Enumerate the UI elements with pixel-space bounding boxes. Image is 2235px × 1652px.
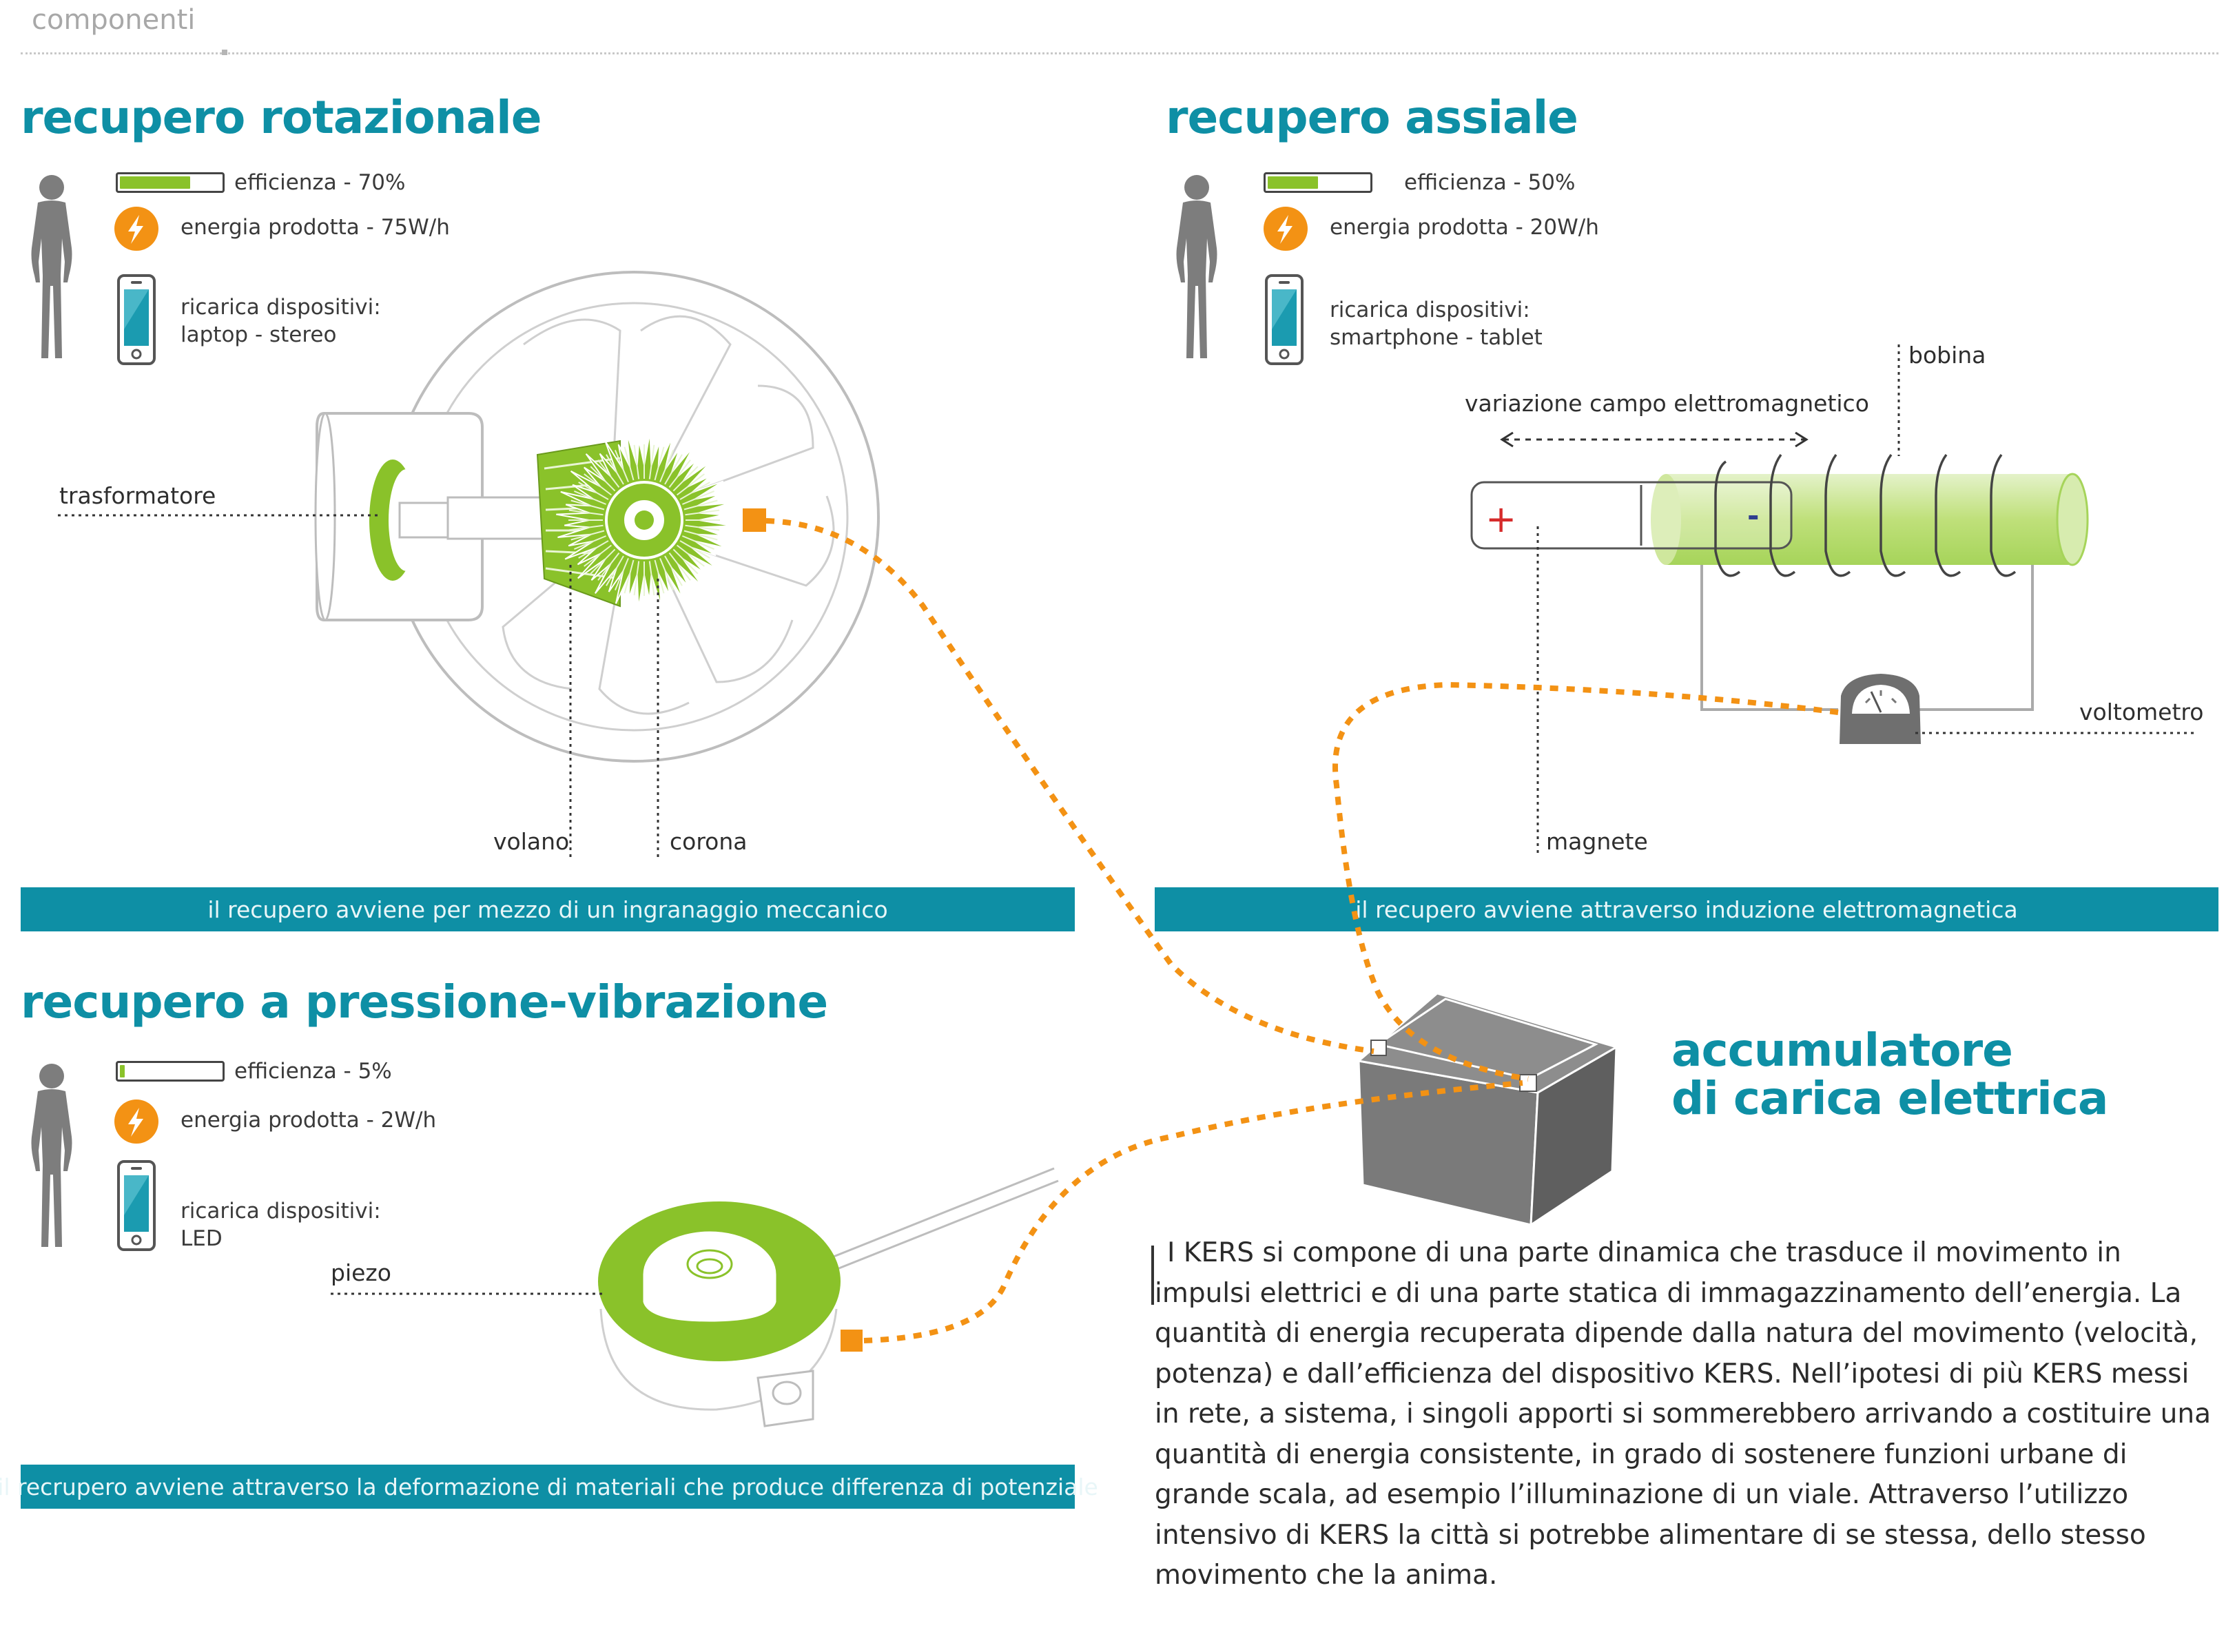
crown-gear-spoke bbox=[584, 473, 612, 496]
rotational-illustration bbox=[58, 271, 880, 858]
crown-gear-spoke bbox=[685, 509, 720, 516]
devices-list-rotational: laptop - stereo bbox=[181, 322, 337, 347]
magnet-plus-sign: + bbox=[1485, 497, 1517, 541]
crown-gear-spoke bbox=[614, 450, 629, 482]
magnet-minus-sign: - bbox=[1747, 499, 1760, 533]
section-header-label: componenti bbox=[32, 4, 196, 36]
crown-gear-spoke bbox=[668, 460, 691, 488]
crown-gear-spoke bbox=[682, 535, 714, 550]
rotational-title: recupero rotazionale bbox=[21, 91, 542, 144]
efficiency-bar-axial bbox=[1264, 172, 1372, 193]
crown-gear-spoke bbox=[574, 490, 606, 505]
accumulator-title: accumulatore di carica elettrica bbox=[1671, 1026, 2108, 1123]
efficiency-fill-pressure bbox=[120, 1065, 125, 1077]
crown-gear-spoke bbox=[676, 473, 705, 496]
paragraph-accent-bar bbox=[1151, 1246, 1154, 1305]
crown-gear-spoke bbox=[633, 561, 640, 596]
lightning-bolt-icon bbox=[114, 207, 158, 251]
crown-gear-spoke bbox=[590, 548, 616, 575]
label-transformer: trasformatore bbox=[59, 482, 216, 509]
crown-gear-spoke bbox=[606, 454, 624, 485]
energy-text-axial: energia prodotta - 20W/h bbox=[1330, 215, 1599, 240]
label-piezo: piezo bbox=[331, 1259, 391, 1286]
label-voltmeter: voltometro bbox=[2079, 699, 2204, 725]
accumulator-title-line1: accumulatore bbox=[1671, 1024, 2013, 1077]
energy-text-rotational: energia prodotta - 75W/h bbox=[181, 215, 450, 240]
label-field-variation: variazione campo elettromagnetico bbox=[1465, 390, 1869, 417]
efficiency-text-rotational: efficienza - 70% bbox=[234, 170, 406, 195]
crown-gear-spoke bbox=[659, 558, 674, 590]
crown-gear-spoke bbox=[672, 548, 699, 575]
crown-gear-spoke bbox=[648, 561, 655, 596]
crown-gear-spoke bbox=[570, 530, 605, 541]
crown-gear-spoke bbox=[606, 555, 624, 586]
crown-gear-spoke bbox=[654, 446, 665, 481]
devices-rotational: ricarica dispositivi: laptop - stereo bbox=[181, 293, 381, 349]
efficiency-text-pressure: efficienza - 5% bbox=[234, 1059, 392, 1084]
crown-gear-spoke bbox=[654, 559, 665, 594]
crown-gear-spoke bbox=[590, 466, 616, 492]
efficiency-fill-rotational bbox=[120, 176, 191, 189]
efficiency-bar-rotational bbox=[116, 172, 225, 193]
crown-gear-spoke bbox=[685, 524, 720, 531]
crown-gear-spoke bbox=[664, 454, 683, 485]
crown-gear-spoke bbox=[568, 509, 604, 516]
crown-gear-spoke bbox=[614, 558, 629, 590]
header-divider bbox=[21, 52, 2218, 54]
crown-gear-spoke bbox=[574, 535, 606, 550]
axial-illustration bbox=[1470, 344, 2195, 856]
crown-gear-spoke bbox=[597, 552, 620, 581]
lightning-bolt-icon bbox=[1264, 207, 1308, 251]
label-flywheel: volano bbox=[493, 828, 570, 855]
crown-gear-spoke bbox=[570, 499, 605, 510]
devices-axial: ricarica dispositivi: smartphone - table… bbox=[1330, 296, 1543, 351]
crown-gear-spoke bbox=[578, 482, 609, 500]
crown-gear-spoke bbox=[676, 544, 705, 567]
devices-pressure: ricarica dispositivi: LED bbox=[181, 1197, 381, 1252]
crown-gear-spoke bbox=[679, 540, 710, 559]
axial-title: recupero assiale bbox=[1166, 91, 1578, 144]
kers-description: I KERS si compone di una parte dinamica … bbox=[1155, 1237, 2211, 1591]
crown-gear-spoke bbox=[672, 466, 699, 492]
crown-gear-spoke bbox=[682, 490, 714, 505]
crown-gear-spoke bbox=[584, 544, 612, 567]
devices-label-rotational: ricarica dispositivi: bbox=[181, 295, 381, 320]
crown-gear-spoke bbox=[659, 450, 674, 482]
caption-rotational: il recupero avviene per mezzo di un ingr… bbox=[21, 887, 1075, 931]
crown-gear-spoke bbox=[683, 499, 718, 510]
label-magnet: magnete bbox=[1546, 828, 1648, 855]
crown-gear-spoke bbox=[578, 540, 609, 559]
crown-gear-spoke bbox=[668, 552, 691, 581]
devices-label-axial: ricarica dispositivi: bbox=[1330, 298, 1530, 322]
crown-gear-spoke bbox=[597, 460, 620, 488]
energy-text-pressure: energia prodotta - 2W/h bbox=[181, 1108, 437, 1133]
lightning-bolt-icon bbox=[114, 1099, 158, 1144]
devices-list-axial: smartphone - tablet bbox=[1330, 325, 1543, 350]
devices-label-pressure: ricarica dispositivi: bbox=[181, 1199, 381, 1223]
crown-gear-spoke bbox=[624, 446, 635, 481]
header-divider-marker bbox=[222, 50, 227, 55]
efficiency-bar-pressure bbox=[116, 1061, 225, 1082]
accumulator-title-line2: di carica elettrica bbox=[1671, 1072, 2108, 1125]
crown-gear-spoke bbox=[568, 524, 604, 531]
crown-gear-spoke bbox=[633, 444, 640, 479]
crown-gear-spoke bbox=[664, 555, 683, 586]
caption-pressure: il recrupero avviene attraverso la defor… bbox=[0, 1465, 1098, 1509]
caption-axial: il recupero avviene attraverso induzione… bbox=[1155, 887, 2218, 931]
piezo-illustration bbox=[331, 1167, 1059, 1427]
label-coil: bobina bbox=[1908, 342, 1986, 369]
crown-gear-spoke bbox=[683, 530, 718, 541]
crown-gear-spoke bbox=[624, 559, 635, 594]
crown-gear-spoke bbox=[679, 482, 710, 500]
efficiency-text-axial: efficienza - 50% bbox=[1404, 170, 1576, 195]
devices-list-pressure: LED bbox=[181, 1226, 223, 1251]
label-crown: corona bbox=[670, 828, 748, 855]
efficiency-fill-axial bbox=[1268, 176, 1318, 189]
pressure-title: recupero a pressione-vibrazione bbox=[21, 975, 828, 1029]
crown-gear-spoke bbox=[648, 444, 655, 479]
